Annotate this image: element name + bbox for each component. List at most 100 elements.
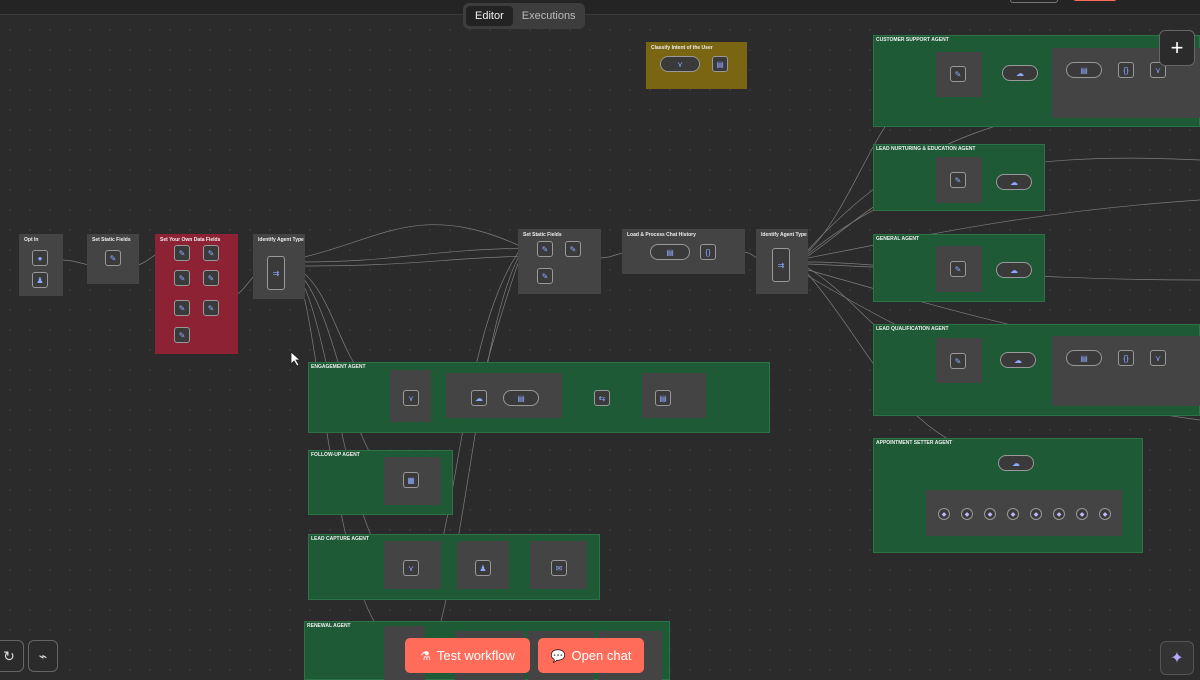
group-title: APPOINTMENT SETTER AGENT	[876, 440, 953, 446]
metadata-node[interactable]: ✎	[950, 66, 966, 82]
agent-node[interactable]: ☁	[471, 390, 487, 406]
set-node-10[interactable]: ✎	[537, 268, 553, 284]
set-node-7[interactable]: ✎	[174, 327, 190, 343]
sticky-title: Load & Process Chat History	[627, 232, 696, 238]
robot-icon: ☁	[475, 393, 483, 403]
sticky-title: Classify Intent of the User	[651, 45, 713, 51]
top-right-outline-button[interactable]	[1010, 0, 1058, 3]
braces-icon: {}	[705, 247, 711, 257]
group-title: LEAD QUALIFICATION AGENT	[876, 326, 949, 332]
tab-executions[interactable]: Executions	[521, 10, 576, 22]
ai-agent-node[interactable]: ☁	[1002, 65, 1038, 81]
text-classifier-node[interactable]: ⋎	[660, 56, 700, 72]
set-node-2[interactable]: ✎	[203, 245, 219, 261]
set-node-1[interactable]: ✎	[174, 245, 190, 261]
pencil-icon: ✎	[207, 303, 215, 313]
tool-node[interactable]: ◆	[1007, 508, 1019, 520]
set-node-6[interactable]: ✎	[203, 300, 219, 316]
chat-memory-node[interactable]: ▤	[650, 244, 690, 260]
llm-node[interactable]: ▤	[1066, 350, 1102, 366]
pencil-icon: ✎	[178, 303, 186, 313]
set-node-5[interactable]: ✎	[174, 300, 190, 316]
ai-agent-node[interactable]: ☁	[996, 262, 1032, 278]
group-title: GENERAL AGENT	[876, 236, 920, 242]
webhook-node[interactable]: ●	[32, 250, 48, 266]
robot-icon: ☁	[1014, 355, 1022, 365]
check-node[interactable]: ⋎	[403, 560, 419, 576]
set-node-3[interactable]: ✎	[174, 270, 190, 286]
tool-icon: ◆	[964, 511, 970, 518]
sticky-set-your-own-data-fields[interactable]: Set Your Own Data Fields	[155, 234, 238, 354]
tool-node[interactable]: ◆	[1030, 508, 1042, 520]
retrieve-node[interactable]: ▦	[403, 472, 419, 488]
group-title: LEAD CAPTURE AGENT	[311, 536, 369, 542]
insert-node[interactable]: ▤	[655, 390, 671, 406]
code-node[interactable]: {}	[700, 244, 716, 260]
database-icon: ▤	[1080, 353, 1088, 363]
add-node-button[interactable]: +	[1159, 30, 1195, 66]
metadata-node[interactable]: ✎	[950, 353, 966, 369]
set-node-9[interactable]: ✎	[565, 241, 581, 257]
trigger-node[interactable]: ♟	[32, 272, 48, 288]
tool-node[interactable]: ◆	[1099, 508, 1111, 520]
robot-icon: ☁	[1012, 458, 1020, 468]
ai-agent-node[interactable]: ☁	[996, 174, 1032, 190]
tool-node[interactable]: ◆	[1076, 508, 1088, 520]
test-workflow-button[interactable]: ⚗ Test workflow	[405, 638, 530, 673]
filter-icon: ⋎	[408, 563, 414, 573]
insert-sticky	[642, 373, 706, 418]
tidy-up-button[interactable]: ⌁	[28, 640, 58, 672]
top-right-save-button[interactable]	[1073, 0, 1117, 1]
ai-agent-node[interactable]: ☁	[998, 455, 1034, 471]
ai-assistant-button[interactable]: ✦	[1160, 641, 1194, 675]
group-title: RENEWAL AGENT	[307, 623, 351, 629]
classifier-model-node[interactable]: ▤	[712, 56, 728, 72]
sticky-title: Set Your Own Data Fields	[160, 237, 221, 243]
respond-node[interactable]: ⇆	[594, 390, 610, 406]
filter-icon: ⋎	[1155, 65, 1161, 75]
notify-node[interactable]: ✉	[551, 560, 567, 576]
switch-node-right[interactable]: ⇉	[772, 248, 790, 282]
user-icon: ♟	[479, 563, 487, 573]
mode-switch: Editor Executions	[463, 3, 585, 29]
switch-node-left[interactable]: ⇉	[267, 256, 285, 290]
filter-node[interactable]: ⋎	[1150, 62, 1166, 78]
pencil-icon: ✎	[541, 271, 549, 281]
set-node-4[interactable]: ✎	[203, 270, 219, 286]
refresh-icon: ↻	[3, 647, 15, 664]
check-node[interactable]: ⋎	[403, 390, 419, 406]
filter-node[interactable]: ⋎	[1150, 350, 1166, 366]
chat-bubble-icon: 💬	[550, 648, 566, 663]
llm-node[interactable]: ▤	[503, 390, 539, 406]
tool-node[interactable]: ◆	[961, 508, 973, 520]
sticky-set-static-fields-2[interactable]: Set Static Fields	[518, 229, 601, 294]
tool-icon: ◆	[1102, 511, 1108, 518]
set-node-8[interactable]: ✎	[537, 241, 553, 257]
pencil-icon: ✎	[569, 244, 577, 254]
llm-node[interactable]: ▤	[1066, 62, 1102, 78]
metadata-node[interactable]: ✎	[950, 172, 966, 188]
tool-node[interactable]: ◆	[938, 508, 950, 520]
tool-node[interactable]: ◆	[984, 508, 996, 520]
tab-editor[interactable]: Editor	[466, 6, 513, 26]
code-node[interactable]: {}	[1118, 62, 1134, 78]
metadata-node[interactable]: ✎	[950, 261, 966, 277]
zoom-reset-button[interactable]: ↻	[0, 640, 24, 672]
switch-icon: ⇉	[777, 260, 785, 270]
open-chat-button[interactable]: 💬 Open chat	[538, 638, 644, 673]
open-chat-label: Open chat	[571, 648, 632, 663]
group-title: CUSTOMER SUPPORT AGENT	[876, 37, 949, 43]
pencil-icon: ✎	[954, 69, 962, 79]
tool-icon: ◆	[987, 511, 993, 518]
webhook-icon: ●	[37, 253, 43, 263]
tool-node[interactable]: ◆	[1053, 508, 1065, 520]
flask-icon: ⚗	[420, 648, 431, 663]
ai-agent-node[interactable]: ☁	[1000, 352, 1036, 368]
code-node[interactable]: {}	[1118, 350, 1134, 366]
tool-icon: ◆	[941, 511, 947, 518]
set-fields-node[interactable]: ✎	[105, 250, 121, 266]
tools-sticky	[926, 490, 1122, 536]
group-title: LEAD NURTURING & EDUCATION AGENT	[876, 146, 976, 152]
create-contact-node[interactable]: ♟	[475, 560, 491, 576]
switch-icon: ⇉	[272, 268, 280, 278]
